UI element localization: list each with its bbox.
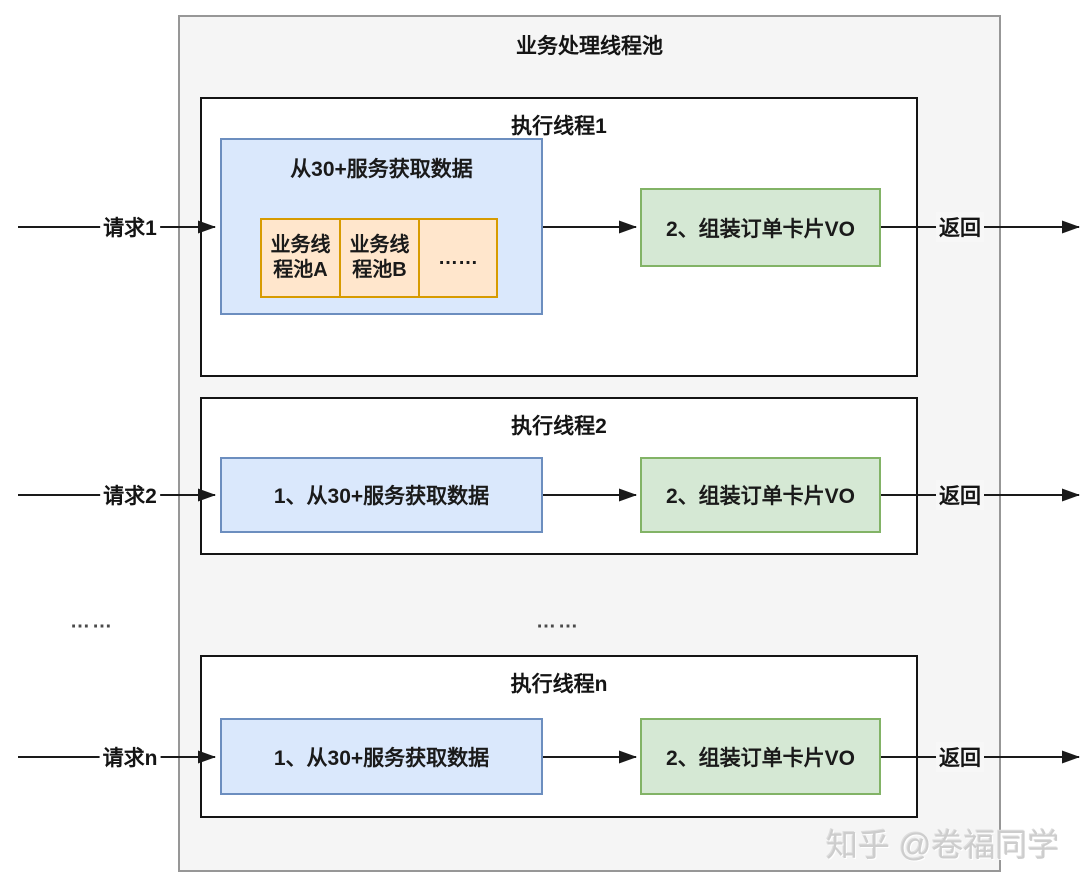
thread-title-n: 执行线程n	[510, 673, 608, 696]
assemble-vo-box-1: 2、组装订单卡片VO	[640, 188, 881, 267]
fetch-data-box-1: 从30+服务获取数据 业务线程池A 业务线程池B ……	[220, 138, 543, 315]
request-label-n: 请求n	[99, 742, 161, 772]
thread-title-2: 执行线程2	[511, 415, 607, 438]
return-label-n: 返回	[936, 742, 984, 772]
pool-box-ellipsis: ……	[418, 218, 498, 298]
pool-box-b: 业务线程池B	[339, 218, 420, 298]
return-label-2: 返回	[936, 480, 984, 510]
thread-pool-title: 业务处理线程池	[516, 35, 663, 58]
return-label-1: 返回	[936, 212, 984, 242]
pool-box-a: 业务线程池A	[260, 218, 341, 298]
request-label-2: 请求2	[100, 480, 160, 510]
fetch-data-title-1: 从30+服务获取数据	[290, 158, 473, 181]
fetch-data-box-2: 1、从30+服务获取数据	[220, 457, 543, 533]
ellipsis-center: ……	[536, 610, 580, 633]
ellipsis-left: ……	[70, 610, 114, 633]
business-pools-row: 业务线程池A 业务线程池B ……	[260, 218, 498, 298]
assemble-vo-box-n: 2、组装订单卡片VO	[640, 718, 881, 795]
thread-title-1: 执行线程1	[511, 115, 607, 138]
watermark: 知乎 @卷福同学	[826, 827, 1060, 863]
assemble-vo-box-2: 2、组装订单卡片VO	[640, 457, 881, 533]
fetch-data-box-n: 1、从30+服务获取数据	[220, 718, 543, 795]
request-label-1: 请求1	[100, 212, 160, 242]
